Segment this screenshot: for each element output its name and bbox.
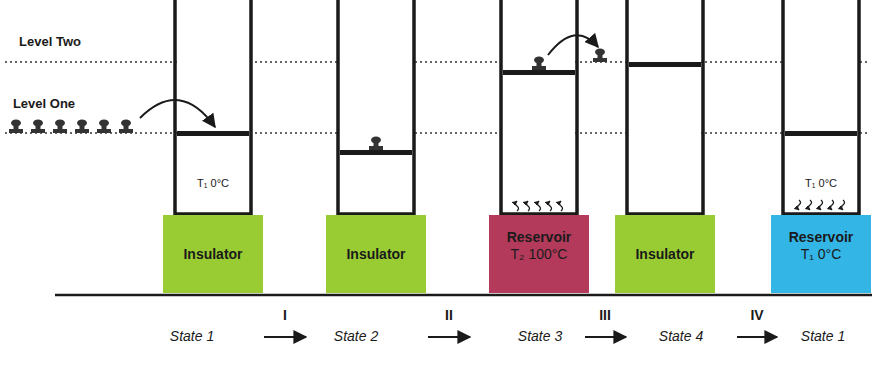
insulator-block: Insulator (615, 215, 715, 293)
state-label: State 1 (801, 329, 845, 344)
move-arrow (548, 35, 598, 55)
temperature-label: T₂ 100°C (511, 246, 568, 263)
ground-line (55, 294, 872, 297)
reservoir-block: ReservoirT₂ 100°C (489, 215, 589, 293)
level-line (5, 61, 870, 63)
step-number: IV (750, 308, 763, 323)
piston (177, 62, 857, 155)
state-label: State 3 (518, 329, 562, 344)
state-label: State 2 (334, 329, 378, 344)
block-label: Insulator (183, 246, 242, 263)
step-number: II (445, 308, 453, 323)
level-label: Level One (13, 97, 75, 111)
state-label: State 4 (659, 329, 703, 344)
step-number: III (599, 308, 611, 323)
reservoir-block: ReservoirT₁ 0°C (771, 215, 871, 293)
state-label: State 1 (170, 329, 214, 344)
level-label: Level Two (19, 35, 81, 49)
block-label: Reservoir (507, 229, 572, 246)
heat-flow (516, 200, 845, 211)
temperature-label: T₁ 0°C (805, 177, 837, 189)
block-label: Reservoir (789, 229, 854, 246)
block-label: Insulator (635, 246, 694, 263)
temperature-label: T₁ 0°C (197, 177, 229, 189)
insulator-block: Insulator (326, 215, 426, 293)
level-line (5, 132, 870, 134)
cylinder (175, 0, 859, 214)
step-number: I (283, 308, 287, 323)
weight (9, 49, 607, 151)
move-arrow (140, 100, 215, 127)
insulator-block: Insulator (163, 215, 263, 293)
block-label: Insulator (346, 246, 405, 263)
temperature-label: T₁ 0°C (801, 246, 842, 263)
